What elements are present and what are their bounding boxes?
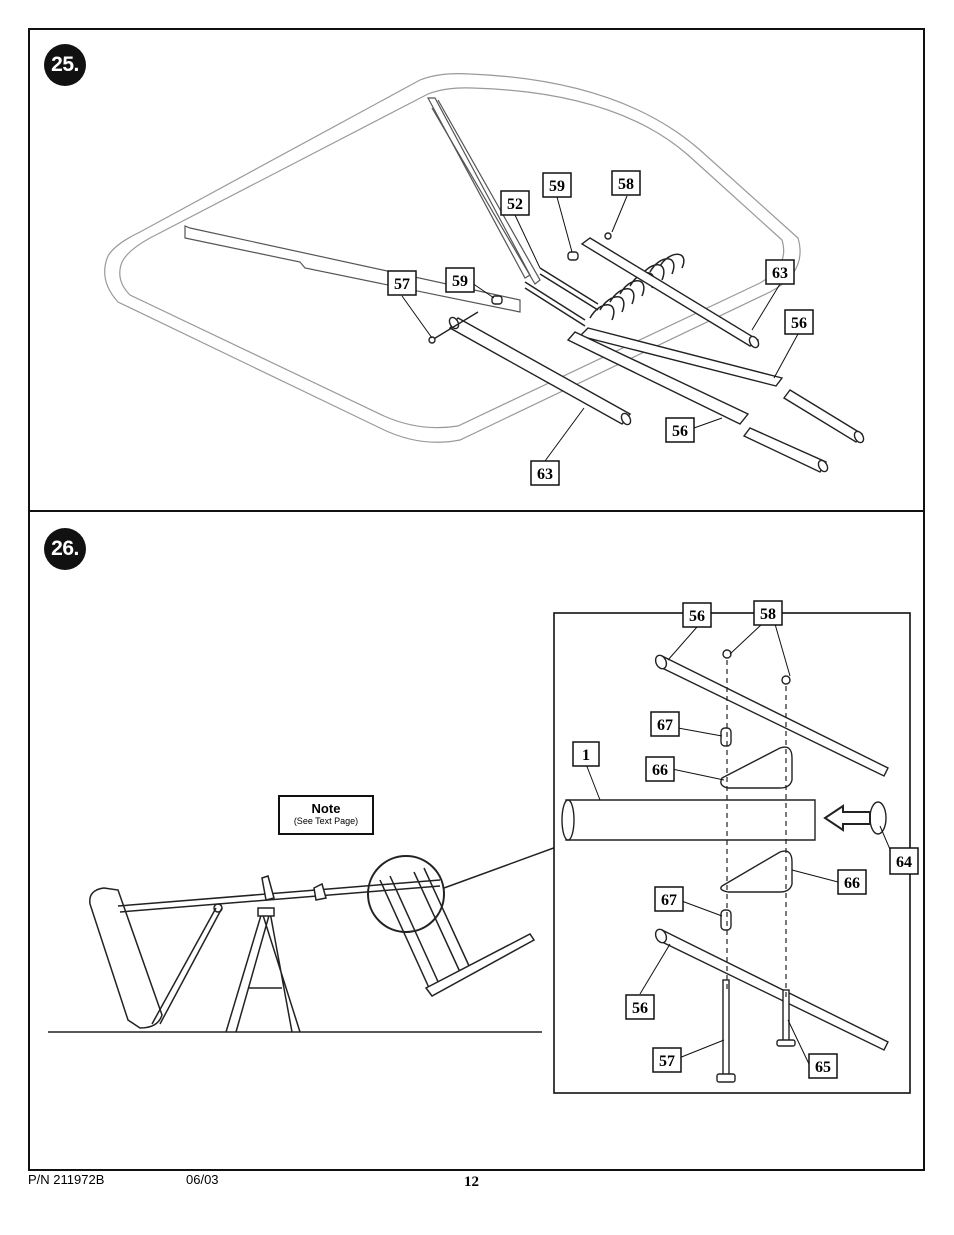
svg-text:66: 66 — [844, 875, 860, 892]
callout-65: 65 — [808, 1053, 838, 1079]
callout-57-a: 57 — [387, 270, 417, 296]
step-26-badge: 26. — [44, 528, 86, 570]
frame-rails — [184, 97, 541, 313]
svg-text:63: 63 — [537, 466, 553, 483]
footer-date: 06/03 — [186, 1172, 219, 1187]
svg-text:56: 56 — [689, 608, 705, 625]
exploded-hardware-step-26 — [561, 649, 889, 1083]
callout-57-b: 57 — [652, 1047, 682, 1073]
leader-lines-step-26 — [585, 623, 893, 1065]
callout-56-d: 56 — [625, 994, 655, 1020]
callout-58-a: 58 — [611, 170, 641, 196]
svg-text:56: 56 — [632, 1000, 648, 1017]
note-subtitle: (See Text Page) — [293, 816, 359, 826]
svg-text:57: 57 — [659, 1053, 675, 1070]
svg-text:63: 63 — [772, 265, 788, 282]
svg-text:65: 65 — [815, 1059, 831, 1076]
callout-1: 1 — [572, 741, 600, 767]
callout-67-a: 67 — [650, 711, 680, 737]
callout-64: 64 — [889, 847, 919, 875]
footer-part-number: P/N 211972B — [28, 1172, 105, 1187]
callout-56-c: 56 — [682, 602, 712, 628]
leader-lines-step-25 — [401, 195, 799, 462]
svg-text:59: 59 — [452, 273, 468, 290]
page-number: 12 — [464, 1174, 479, 1190]
svg-text:57: 57 — [394, 276, 410, 293]
seesaw-side-view — [48, 841, 571, 1033]
svg-text:64: 64 — [896, 854, 912, 871]
callout-52: 52 — [500, 190, 530, 216]
callout-56-b: 56 — [665, 417, 695, 443]
svg-text:52: 52 — [507, 196, 523, 213]
tubes-step-25 — [428, 232, 865, 473]
step-25-badge: 25. — [44, 44, 86, 86]
alignment-dashes — [726, 660, 787, 1000]
svg-text:58: 58 — [760, 606, 776, 623]
detail-box — [553, 612, 911, 1094]
callout-56-a: 56 — [784, 309, 814, 335]
svg-text:66: 66 — [652, 762, 668, 779]
note-box: Note (See Text Page) — [278, 795, 374, 835]
note-title: Note — [311, 801, 341, 816]
callout-63-a: 63 — [765, 259, 795, 285]
svg-text:67: 67 — [661, 892, 677, 909]
trampoline-frame-drawing — [104, 73, 801, 443]
callout-59-a: 59 — [542, 172, 572, 198]
callout-67-b: 67 — [654, 886, 684, 912]
callout-58-b: 58 — [753, 600, 783, 626]
callout-66-a: 66 — [645, 756, 675, 782]
callout-59-b: 59 — [445, 267, 475, 293]
svg-text:59: 59 — [549, 178, 565, 195]
spring-assembly — [524, 253, 685, 327]
svg-text:56: 56 — [791, 315, 807, 332]
svg-text:67: 67 — [657, 717, 673, 734]
svg-text:56: 56 — [672, 423, 688, 440]
svg-text:1: 1 — [582, 747, 590, 764]
callout-66-b: 66 — [837, 869, 867, 895]
part-callouts: 59 58 52 63 56 57 59 56 63 56 58 67 1 66… — [387, 170, 919, 1079]
svg-text:58: 58 — [618, 176, 634, 193]
callout-63-b: 63 — [530, 460, 560, 486]
